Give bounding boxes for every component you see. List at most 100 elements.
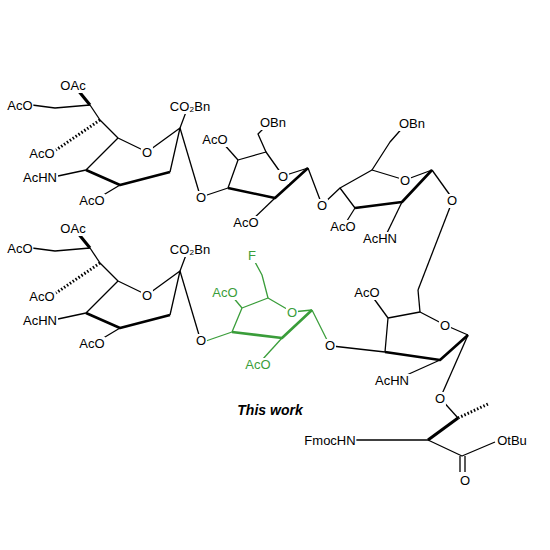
group-text: AcO xyxy=(28,290,55,304)
group-text: AcO xyxy=(78,337,105,351)
bond-line xyxy=(86,170,170,185)
atom-label: CO₂Bn xyxy=(169,97,211,115)
bond-line xyxy=(180,112,186,128)
atom-label: OBn xyxy=(398,114,426,132)
group-text: AcO xyxy=(244,358,271,372)
atom-label: O xyxy=(141,143,153,161)
group-text: O xyxy=(324,339,336,353)
atom-label: OtBu xyxy=(496,431,528,449)
group-text: O xyxy=(195,334,207,348)
atom-label: O xyxy=(399,171,411,189)
group-text: AcO xyxy=(329,220,356,234)
bond-line xyxy=(118,128,180,172)
group-text: O xyxy=(446,194,458,208)
atom-label: OAc xyxy=(59,76,86,94)
group-text: AcHN xyxy=(22,314,58,328)
group-text: O xyxy=(277,170,289,184)
group-text: AcO xyxy=(201,133,228,147)
group-text: AcO xyxy=(78,194,105,208)
atom-label: AcO xyxy=(28,287,55,305)
atom-label: CO₂Bn xyxy=(169,240,211,258)
bond-line xyxy=(56,263,100,293)
bond-line xyxy=(86,281,118,313)
atom-label: AcHN xyxy=(22,168,58,186)
caption: This work xyxy=(234,401,305,419)
bond-line xyxy=(86,313,170,328)
bond-line xyxy=(232,310,312,338)
atom-label: F xyxy=(247,246,257,264)
bond-line xyxy=(418,202,452,290)
bond-line xyxy=(458,404,488,418)
bond-line xyxy=(428,418,458,440)
group-text: CO₂Bn xyxy=(169,243,211,257)
bond-line xyxy=(254,260,268,298)
atom-label: AcO xyxy=(6,239,33,257)
bond-line xyxy=(180,271,199,335)
bond-line xyxy=(464,456,465,472)
bond-line xyxy=(58,313,86,319)
atom-label: O xyxy=(439,316,451,334)
bond-line xyxy=(340,170,432,208)
atom-label: O xyxy=(324,336,336,354)
group-text: O xyxy=(399,174,411,188)
atom-label: O xyxy=(195,188,207,206)
atom-label: O xyxy=(195,331,207,349)
atom-label: OAc xyxy=(59,219,86,237)
atom-label: AcO xyxy=(78,334,105,352)
bond-line xyxy=(58,170,86,176)
group-text: O xyxy=(286,306,298,320)
bond-line xyxy=(203,332,232,342)
atom-label: O xyxy=(141,286,153,304)
atom-label: AcO xyxy=(232,213,259,231)
bond-line xyxy=(442,335,468,394)
group-text: F xyxy=(247,249,257,263)
bond-line xyxy=(355,170,432,208)
atom-label: O xyxy=(459,471,471,489)
group-text: AcO xyxy=(6,242,33,256)
atom-label: AcO xyxy=(201,130,228,148)
group-text: AcO xyxy=(6,99,33,113)
group-text: OtBu xyxy=(496,434,528,448)
group-text: AcO xyxy=(211,286,238,300)
atom-label: AcO xyxy=(244,355,271,373)
atom-label: FmocHN xyxy=(303,431,356,449)
bond-line xyxy=(228,152,308,188)
bond-line xyxy=(262,338,282,360)
bond-line xyxy=(232,298,312,332)
atom-label: AcO xyxy=(353,283,380,301)
group-text: OBn xyxy=(259,116,287,130)
group-text: OAc xyxy=(59,79,86,93)
group-text: FmocHN xyxy=(303,434,356,448)
atom-label: AcO xyxy=(329,217,356,235)
group-text: CO₂Bn xyxy=(169,100,211,114)
bond-line xyxy=(356,439,428,440)
atom-label: AcHN xyxy=(22,311,58,329)
atom-label: AcO xyxy=(211,283,238,301)
group-text: AcO xyxy=(28,147,55,161)
bond-line xyxy=(228,168,308,198)
atom-label: O xyxy=(434,389,446,407)
atom-label: AcO xyxy=(78,191,105,209)
bond-line xyxy=(312,310,328,342)
group-text: O xyxy=(439,319,451,333)
group-text: O xyxy=(141,146,153,160)
bond-line xyxy=(90,248,100,263)
bond-line xyxy=(180,255,186,271)
atom-label: AcHN xyxy=(362,229,398,247)
bond-line xyxy=(90,105,100,120)
bond-line xyxy=(118,271,180,315)
atom-label: O xyxy=(277,167,289,185)
bond-line xyxy=(180,128,199,192)
group-text: O xyxy=(459,474,471,488)
group-text: AcHN xyxy=(374,374,410,388)
bond-line xyxy=(32,248,90,251)
group-text: OBn xyxy=(398,117,426,131)
group-text: O xyxy=(434,392,446,406)
bond-line xyxy=(86,138,118,170)
bond-line xyxy=(100,120,118,138)
bond-line xyxy=(56,120,100,150)
bond-line xyxy=(32,105,90,108)
bond-line xyxy=(385,335,468,360)
group-text: AcHN xyxy=(22,171,58,185)
